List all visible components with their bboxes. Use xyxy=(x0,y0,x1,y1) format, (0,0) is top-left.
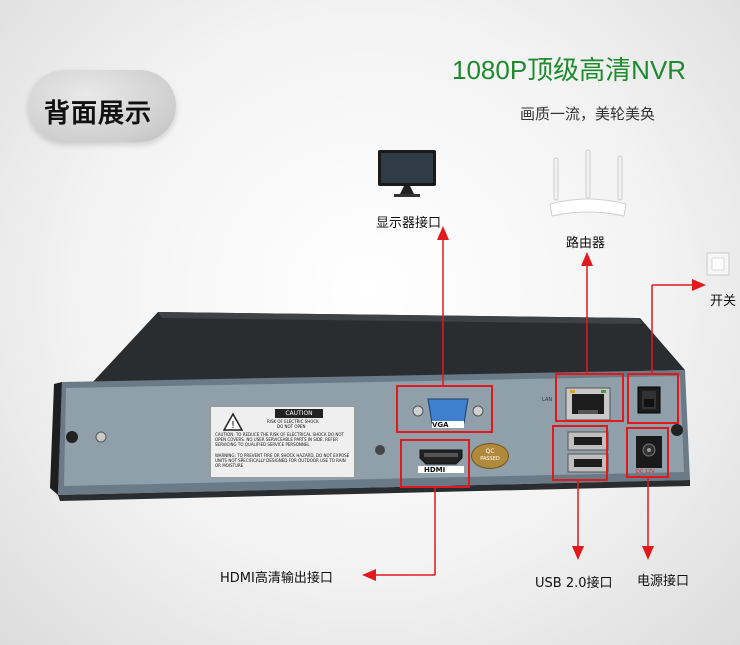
vga-highlight-box xyxy=(396,385,493,433)
hdmi-callout-label: HDMI高清输出接口 xyxy=(220,571,333,586)
switch-highlight-box xyxy=(627,373,679,424)
arrow-up-icon xyxy=(581,252,593,266)
usb-ports xyxy=(567,431,609,473)
svg-text:!: ! xyxy=(231,420,235,431)
arrow-up-icon xyxy=(437,226,449,240)
monitor-icon xyxy=(378,150,436,197)
arrow-down-icon xyxy=(642,546,654,560)
qc-top-text: QC xyxy=(485,448,495,455)
hdmi-port-label: HDMI xyxy=(424,466,446,474)
caution-title: CAUTION xyxy=(275,409,323,418)
power-highlight-box xyxy=(626,427,669,478)
warning-triangle-icon: ! xyxy=(222,412,244,431)
hdmi-port xyxy=(418,449,464,473)
section-badge xyxy=(28,70,176,142)
caution-sub2: DO NOT OPEN xyxy=(277,424,306,429)
qc-passed-sticker: QC PASSED xyxy=(471,443,509,469)
router-label: 路由器 xyxy=(566,236,606,251)
wall-switch-icon xyxy=(706,252,730,276)
vga-port xyxy=(412,398,484,428)
lan-port xyxy=(565,387,611,421)
power-callout-label: 电源接口 xyxy=(637,574,690,589)
caution-label: ! CAUTION RISK OF ELECTRIC SHOCK DO NOT … xyxy=(210,406,355,478)
switch-label: 开关 xyxy=(710,294,737,309)
page-subtitle: 画质一流，美轮美奂 xyxy=(520,105,656,123)
usb-highlight-box xyxy=(552,425,608,481)
lan-highlight-box xyxy=(555,373,624,422)
hdmi-highlight-box xyxy=(400,439,470,488)
caution-text-1: CAUTION: TO REDUCE THE RISK OF ELECTRICA… xyxy=(215,432,344,447)
usb-callout-label: USB 2.0接口 xyxy=(535,576,613,591)
power-switch xyxy=(637,386,661,414)
vga-port-label: VGA xyxy=(432,421,449,429)
qc-bottom-text: PASSED xyxy=(480,456,500,462)
page-title: 1080P顶级高清NVR xyxy=(452,55,687,85)
arrow-left-icon xyxy=(362,569,376,581)
dc-label: DC 12V xyxy=(636,469,655,475)
router-icon xyxy=(549,149,627,217)
dc-power-jack xyxy=(636,436,662,468)
arrow-down-icon xyxy=(572,546,584,560)
section-badge-text: 背面展示 xyxy=(44,99,153,129)
arrow-right-icon xyxy=(692,279,706,291)
caution-text-2: WARNING: TO PREVENT FIRE OR SHOCK HAZARD… xyxy=(215,453,350,468)
caution-sub1: RISK OF ELECTRIC SHOCK xyxy=(267,419,319,424)
lan-port-label: LAN xyxy=(542,397,553,403)
monitor-label: 显示器接口 xyxy=(376,216,442,231)
